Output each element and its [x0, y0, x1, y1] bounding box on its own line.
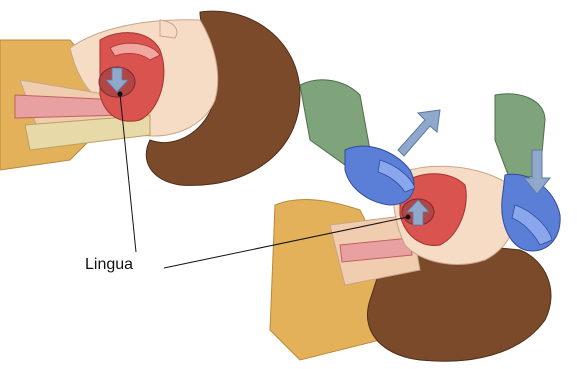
tongue-label: Lingua — [85, 256, 133, 274]
figure-airway-closed — [0, 11, 300, 185]
arrow-up-right-icon — [398, 110, 440, 156]
figure-airway-open — [270, 80, 560, 361]
